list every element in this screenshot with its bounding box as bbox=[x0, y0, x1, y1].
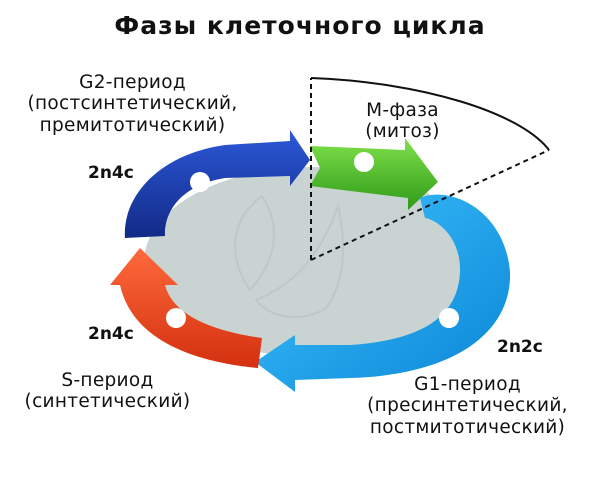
m-segment bbox=[310, 138, 438, 210]
g2-name: G2-период bbox=[79, 72, 186, 93]
g2-ploidy: 2n4c bbox=[88, 163, 134, 183]
s-name: S-период bbox=[61, 370, 154, 391]
m-label: М-фаза (митоз) bbox=[330, 100, 475, 143]
s-desc: (синтетический) bbox=[24, 391, 191, 413]
g1-desc-2: постмитотический) bbox=[369, 416, 566, 438]
g1-marker bbox=[439, 308, 459, 328]
g2-marker bbox=[190, 172, 210, 192]
s-segment bbox=[110, 248, 262, 368]
page-title: Фазы клеточного цикла bbox=[114, 11, 486, 40]
leaf-watermark-icon bbox=[234, 194, 344, 318]
sector-arc bbox=[310, 77, 550, 151]
g2-segment bbox=[124, 130, 311, 238]
g1-ploidy: 2n2c bbox=[497, 337, 543, 357]
center-disc bbox=[144, 167, 480, 357]
s-ploidy: 2n4c bbox=[88, 324, 134, 344]
g1-desc-1: (пресинтетический, bbox=[367, 395, 568, 417]
m-desc: (митоз) bbox=[365, 121, 440, 143]
g1-name: G1-период bbox=[414, 374, 521, 395]
g2-desc-1: (постсинтетический, bbox=[27, 93, 238, 115]
sector-radius-right bbox=[310, 149, 550, 261]
g2-desc-2: премитотический) bbox=[39, 114, 226, 136]
s-marker bbox=[166, 308, 186, 328]
g1-label: G1-период (пресинтетический, постмитотич… bbox=[345, 374, 590, 438]
g2-label: G2-период (постсинтетический, премитотич… bbox=[0, 72, 265, 136]
m-marker bbox=[354, 152, 374, 172]
s-label: S-период (синтетический) bbox=[5, 370, 210, 413]
g1-segment bbox=[255, 194, 511, 392]
m-name: М-фаза bbox=[366, 100, 439, 121]
